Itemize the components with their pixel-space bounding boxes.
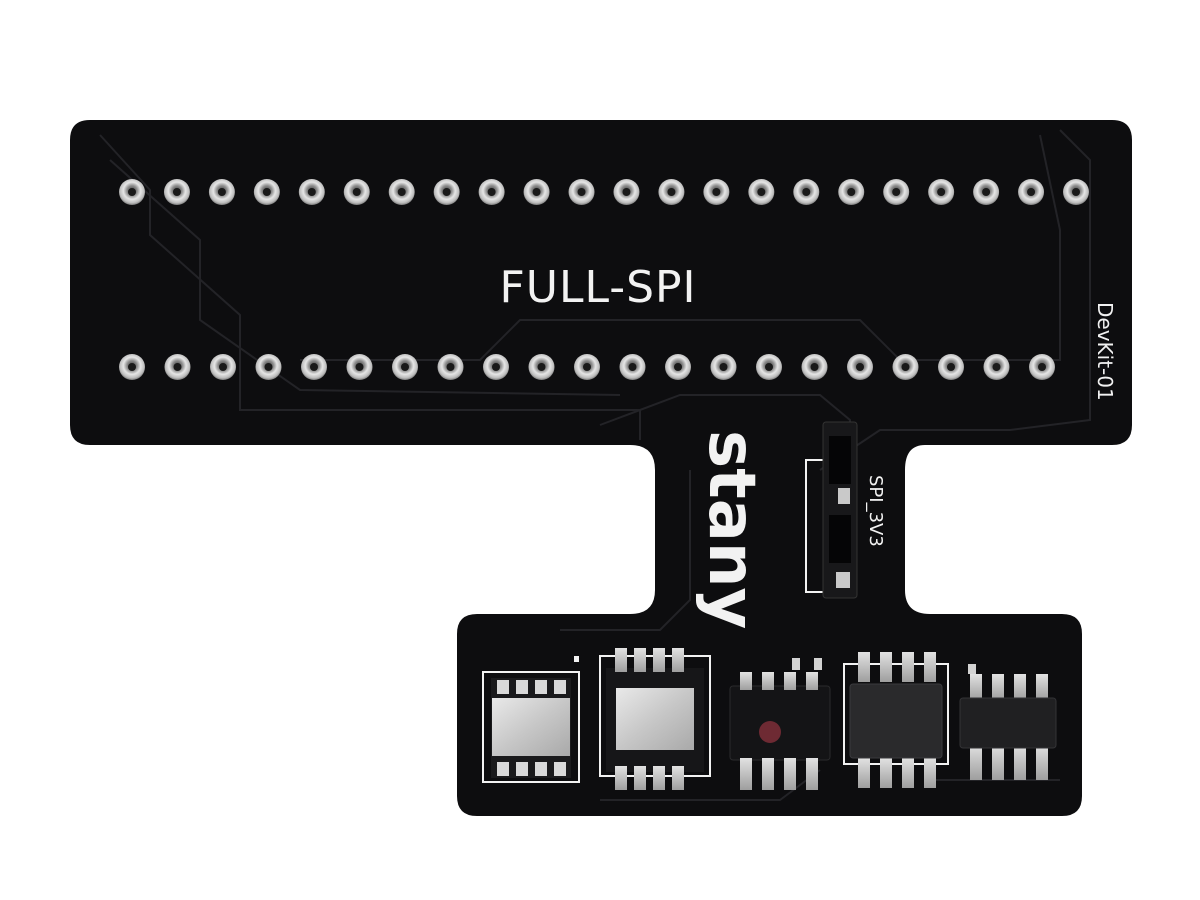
bottom-row-pin-hole bbox=[355, 363, 364, 371]
top-row-pin-hole bbox=[128, 188, 136, 196]
top-row-pin-hole bbox=[847, 188, 856, 196]
top-row-pin-hole bbox=[982, 188, 991, 196]
bottom-row-pin-hole bbox=[310, 363, 318, 371]
bottom-row-pin-hole bbox=[264, 363, 273, 371]
top-row-pin-hole bbox=[712, 188, 721, 196]
led-indicator bbox=[759, 721, 781, 743]
side-label: DevKit-01 bbox=[1093, 302, 1117, 401]
sop8-led-footprint bbox=[729, 658, 831, 790]
top-row-pin-hole bbox=[172, 188, 181, 196]
top-row-pin-hole bbox=[1072, 188, 1080, 196]
jumper-spi-3v3 bbox=[805, 421, 858, 599]
top-row-pin-hole bbox=[802, 188, 811, 196]
top-row-pin-hole bbox=[532, 188, 541, 196]
top-row-pin-hole bbox=[352, 188, 361, 196]
bottom-row-pin-hole bbox=[856, 363, 864, 371]
bottom-row-pin-hole bbox=[583, 363, 591, 371]
bottom-row-pin-hole bbox=[719, 363, 728, 371]
bottom-row-pin-hole bbox=[1038, 363, 1046, 371]
bottom-row-pin-hole bbox=[810, 363, 819, 371]
sop8-right-footprint bbox=[959, 664, 1057, 780]
top-row-pin-hole bbox=[622, 188, 631, 196]
bottom-row-pin-hole bbox=[901, 363, 910, 371]
sop8-wide-footprint bbox=[843, 652, 949, 788]
bottom-row-pin-hole bbox=[401, 363, 409, 371]
top-row-pin-hole bbox=[1027, 188, 1036, 196]
top-row-pin-hole bbox=[262, 188, 271, 196]
wson8-center-footprint bbox=[599, 648, 711, 790]
bottom-row-pin-hole bbox=[492, 363, 500, 371]
pcb-outline bbox=[70, 120, 1132, 816]
top-row-pin-hole bbox=[892, 188, 901, 196]
wson8-left-footprint bbox=[482, 656, 580, 783]
bottom-row-pin-hole bbox=[992, 363, 1001, 371]
bottom-row-pin-hole bbox=[537, 363, 546, 371]
top-row-pin-hole bbox=[217, 188, 226, 196]
bottom-row-pin-hole bbox=[765, 363, 773, 371]
bottom-row-pin-hole bbox=[674, 363, 682, 371]
brand-logo-text: stany bbox=[694, 430, 768, 629]
top-row-pin-hole bbox=[397, 188, 406, 196]
board-title: FULL-SPI bbox=[499, 262, 696, 313]
bottom-row-pin-hole bbox=[446, 363, 455, 371]
top-row-pin-hole bbox=[757, 188, 766, 196]
bottom-row-pin-hole bbox=[947, 363, 955, 371]
pcb-traces bbox=[99, 129, 1091, 801]
bottom-row-pin-hole bbox=[128, 363, 136, 371]
top-row-pin-hole bbox=[307, 188, 316, 196]
top-row-pin-hole bbox=[487, 188, 496, 196]
jumper-label: SPI_3V3 bbox=[865, 475, 886, 547]
header-pins bbox=[119, 179, 1089, 380]
bottom-row-pin-hole bbox=[219, 363, 227, 371]
top-row-pin-hole bbox=[442, 188, 451, 196]
top-row-pin-hole bbox=[577, 188, 586, 196]
top-row-pin-hole bbox=[937, 188, 946, 196]
bottom-row-pin-hole bbox=[628, 363, 637, 371]
bottom-row-pin-hole bbox=[173, 363, 182, 371]
top-row-pin-hole bbox=[667, 188, 676, 196]
